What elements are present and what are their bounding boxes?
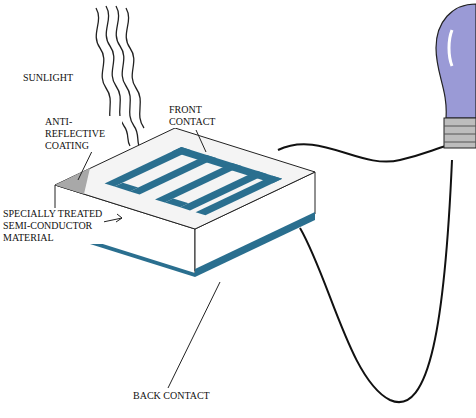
back-contact-label: BACK CONTACT <box>132 390 224 402</box>
anti-reflective-coating <box>55 168 90 194</box>
sunlight-label: SUNLIGHT <box>22 72 94 84</box>
coating-label: ANTI-REFLECTIVE COATING <box>44 116 122 152</box>
leader-lines <box>78 130 220 388</box>
light-bulb <box>436 4 476 148</box>
front-contact-grid <box>105 147 283 215</box>
semiconductor-label: SPECIALLY TREATED SEMI-CONDUCTOR MATERIA… <box>2 208 104 244</box>
front-contact-label: FRONT CONTACT <box>168 104 230 128</box>
back-contact-layer <box>195 212 315 277</box>
